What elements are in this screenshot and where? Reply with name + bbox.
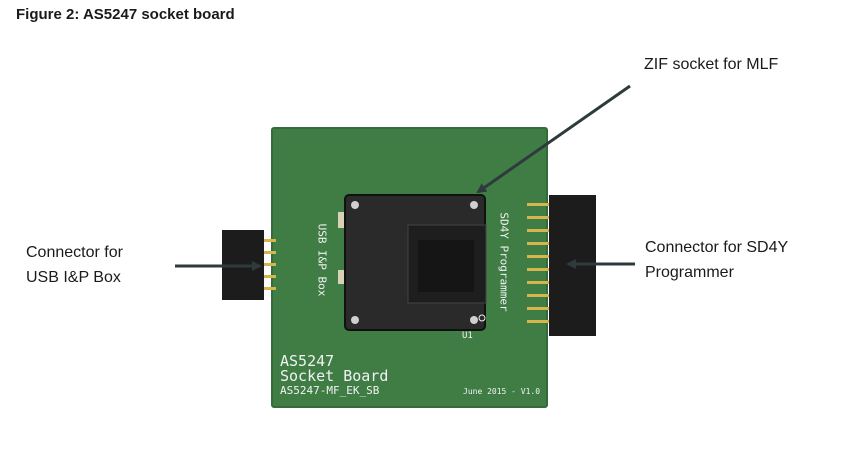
silk-board-name-line1: AS5247 bbox=[280, 352, 335, 370]
zif-socket bbox=[344, 194, 487, 331]
zif-socket-cavity bbox=[418, 240, 474, 292]
smd-component bbox=[338, 212, 347, 228]
sd4y-pin bbox=[527, 268, 549, 271]
silk-usb-label: USB I&P Box bbox=[315, 223, 329, 297]
usb-connector-callout: Connector for USB I&P Box bbox=[26, 240, 123, 290]
sd4y-pin bbox=[527, 307, 549, 310]
socket-screw bbox=[351, 201, 359, 209]
sd4y-pin bbox=[527, 242, 549, 245]
usb-connector-pins bbox=[264, 239, 276, 290]
silk-socket-ref: U1 bbox=[462, 331, 473, 341]
silk-sd4y-label: SD4Y Programmer bbox=[497, 212, 511, 312]
zif-socket-callout: ZIF socket for MLF bbox=[644, 52, 778, 77]
smd-component bbox=[338, 270, 347, 284]
socket-screw bbox=[470, 201, 478, 209]
usb-pin bbox=[264, 275, 276, 278]
usb-callout-line2: USB I&P Box bbox=[26, 269, 121, 286]
silk-date-version: June 2015 - V1.0 bbox=[463, 387, 541, 396]
silk-part-number: AS5247-MF_EK_SB bbox=[280, 384, 380, 397]
pin1-marker bbox=[478, 314, 486, 322]
sd4y-connector-pins bbox=[527, 203, 549, 323]
silk-board-name-line2: Socket Board bbox=[280, 367, 389, 385]
usb-callout-line1: Connector for bbox=[26, 244, 123, 261]
sd4y-pin bbox=[527, 281, 549, 284]
sd4y-pin bbox=[527, 229, 549, 232]
sd4y-pin bbox=[527, 203, 549, 206]
sd4y-pin bbox=[527, 255, 549, 258]
socket-screw bbox=[351, 316, 359, 324]
sd4y-pin bbox=[527, 320, 549, 323]
usb-pin bbox=[264, 287, 276, 290]
sd4y-connector-callout: Connector for SD4Y Programmer bbox=[645, 235, 788, 285]
sd4y-pin bbox=[527, 216, 549, 219]
sd4y-pin bbox=[527, 294, 549, 297]
zif-callout-text: ZIF socket for MLF bbox=[644, 56, 779, 73]
usb-pin bbox=[264, 263, 276, 266]
sd4y-callout-line1: Connector for SD4Y bbox=[645, 239, 789, 256]
socket-screw bbox=[470, 316, 478, 324]
figure-title: Figure 2: AS5247 socket board bbox=[16, 6, 235, 23]
zif-callout-arrow bbox=[476, 84, 631, 194]
sd4y-callout-line2: Programmer bbox=[645, 264, 734, 281]
usb-pin bbox=[264, 251, 276, 254]
usb-pin bbox=[264, 239, 276, 242]
